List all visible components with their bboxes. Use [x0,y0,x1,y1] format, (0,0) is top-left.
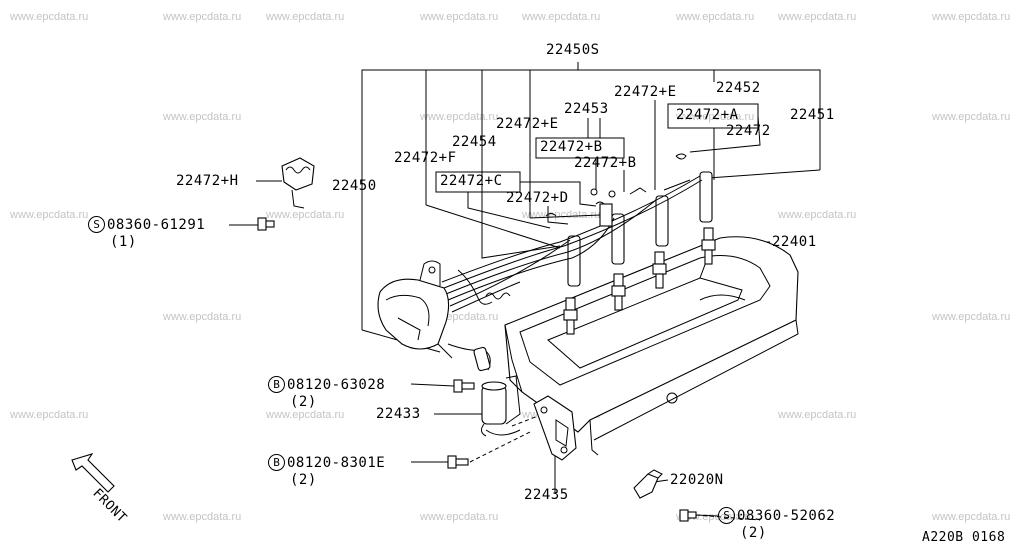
coil-bracket [533,395,577,461]
label-22451: 22451 [790,107,835,123]
watermark: www.epcdata.ru [932,11,1011,23]
watermark: www.epcdata.ru [266,409,345,421]
label-22472C: 22472+C [440,173,503,189]
watermark: www.epcdata.ru [778,209,857,221]
watermark: www.epcdata.ru [10,209,89,221]
watermark: www.epcdata.ru [676,111,755,123]
spark-plug [652,251,667,289]
label-22472E-mid: 22472+E [496,116,559,132]
bolt [257,217,275,231]
watermark: www.epcdata.ru [163,511,242,523]
watermark: www.epcdata.ru [932,111,1011,123]
bolts [257,217,697,522]
label-22454: 22454 [452,134,497,150]
plug-boots [567,171,713,287]
ignition-wires [441,153,703,313]
front-arrow-icon [71,453,115,493]
watermark: www.epcdata.ru [10,409,89,421]
label-22472H: 22472+H [176,173,239,189]
ignition-coil [480,375,521,437]
watermark: www.epcdata.ru [420,511,499,523]
watermark: www.epcdata.ru [778,11,857,23]
watermark: www.epcdata.ru [163,11,242,23]
crank-sensor [633,469,663,499]
label-22453: 22453 [564,101,609,117]
spark-plug [701,227,716,265]
b-symbol-icon: B [268,376,285,393]
label-22433: 22433 [376,406,421,422]
label-22452: 22452 [716,80,761,96]
label-22472D: 22472+D [506,190,569,206]
wire-clip-h [281,157,315,209]
fastener-quantity: (2) [290,472,317,488]
bolt [447,455,469,469]
fastener-quantity: (2) [290,394,317,410]
watermark: www.epcdata.ru [932,311,1011,323]
watermark: www.epcdata.ru [420,111,499,123]
watermark: www.epcdata.ru [163,111,242,123]
bolt [679,509,697,522]
s-symbol-icon: S [88,216,105,233]
watermark: www.epcdata.ru [266,209,345,221]
watermark: www.epcdata.ru [163,311,242,323]
label-22472B-a: 22472+B [540,139,603,155]
label-22450S: 22450S [546,42,600,58]
watermark: www.epcdata.ru [266,11,345,23]
callout-lines [229,62,821,517]
watermark: www.epcdata.ru [932,511,1011,523]
fastener-part-number: 08360-52062 [737,508,836,524]
distributor [377,260,491,372]
fastener-quantity: (2) [740,525,767,541]
fastener-part-number: 08360-61291 [107,217,206,233]
spark-plugs [563,227,716,335]
watermark: www.epcdata.ru [778,409,857,421]
s-symbol-icon: S [718,507,735,524]
watermark: www.epcdata.ru [420,11,499,23]
watermark: www.epcdata.ru [10,11,89,23]
label-22435: 22435 [524,487,569,503]
label-22472E-top: 22472+E [614,84,677,100]
guide-lines [469,415,761,521]
label-22020N: 22020N [670,472,724,488]
label-22450: 22450 [332,178,377,194]
label-22401: 22401 [772,234,817,250]
watermark: www.epcdata.ru [676,11,755,23]
b-symbol-icon: B [268,454,285,471]
fastener-part-number: 08120-8301E [287,455,386,471]
watermark: www.epcdata.ru [522,11,601,23]
label-22472: 22472 [726,123,771,139]
fastener-quantity: (1) [110,234,137,250]
spark-plug [563,297,578,335]
fastener-part-number: 08120-63028 [287,377,386,393]
spark-plug [611,273,626,311]
diagram-code: A220B 0168 [922,530,1006,545]
bolt [453,379,475,393]
label-22472F: 22472+F [394,150,457,166]
label-22472A: 22472+A [676,107,739,123]
label-22472B-b: 22472+B [574,155,637,171]
